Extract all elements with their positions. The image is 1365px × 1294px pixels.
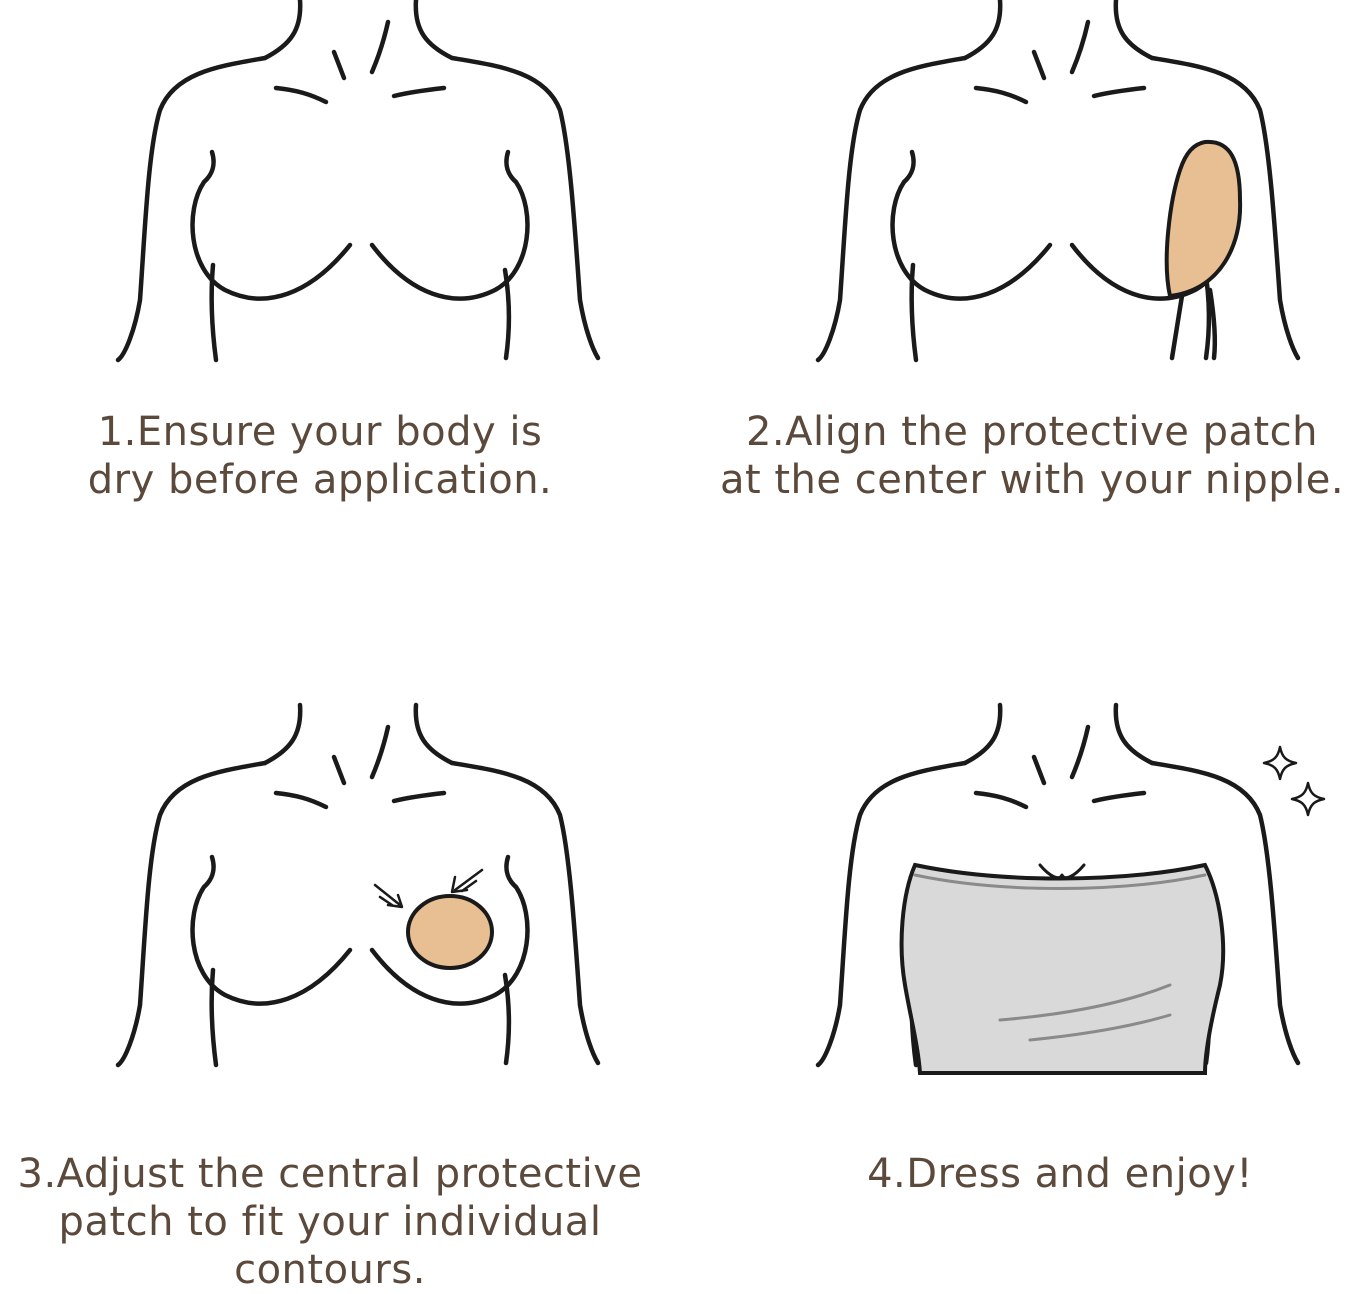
- caption-line: dry before application.: [87, 457, 553, 503]
- step-3-caption: 3.Adjust the central protective patch to…: [0, 1150, 660, 1294]
- step-1-caption: 1.Ensure your body is dry before applica…: [20, 408, 620, 504]
- sparkle-icon: [1290, 781, 1326, 817]
- caption-line: 4.Dress and enjoy!: [867, 1151, 1253, 1197]
- torso-bare-icon: [0, 0, 720, 380]
- adhesive-patch-icon: [1164, 139, 1243, 299]
- sparkle-icon: [1262, 745, 1298, 781]
- caption-line: 3.Adjust the central protective: [17, 1151, 643, 1197]
- tube-top-icon: [899, 862, 1226, 1075]
- caption-line: at the center with your nipple.: [719, 457, 1345, 503]
- torso-side-patch-icon: [700, 0, 1365, 380]
- caption-line: 2.Align the protective patch: [745, 409, 1318, 455]
- caption-line: 1.Ensure your body is: [97, 409, 543, 455]
- step-2-caption: 2.Align the protective patch at the cent…: [702, 408, 1362, 504]
- arrow-icon: [450, 868, 484, 894]
- arrow-icon: [373, 883, 404, 909]
- torso-round-patch-icon: [0, 705, 720, 1085]
- step-4-caption: 4.Dress and enjoy!: [780, 1150, 1340, 1198]
- caption-line: contours.: [234, 1247, 426, 1293]
- caption-line: patch to fit your individual: [58, 1199, 602, 1245]
- torso-dressed-icon: [700, 705, 1365, 1085]
- round-patch-icon: [406, 894, 494, 970]
